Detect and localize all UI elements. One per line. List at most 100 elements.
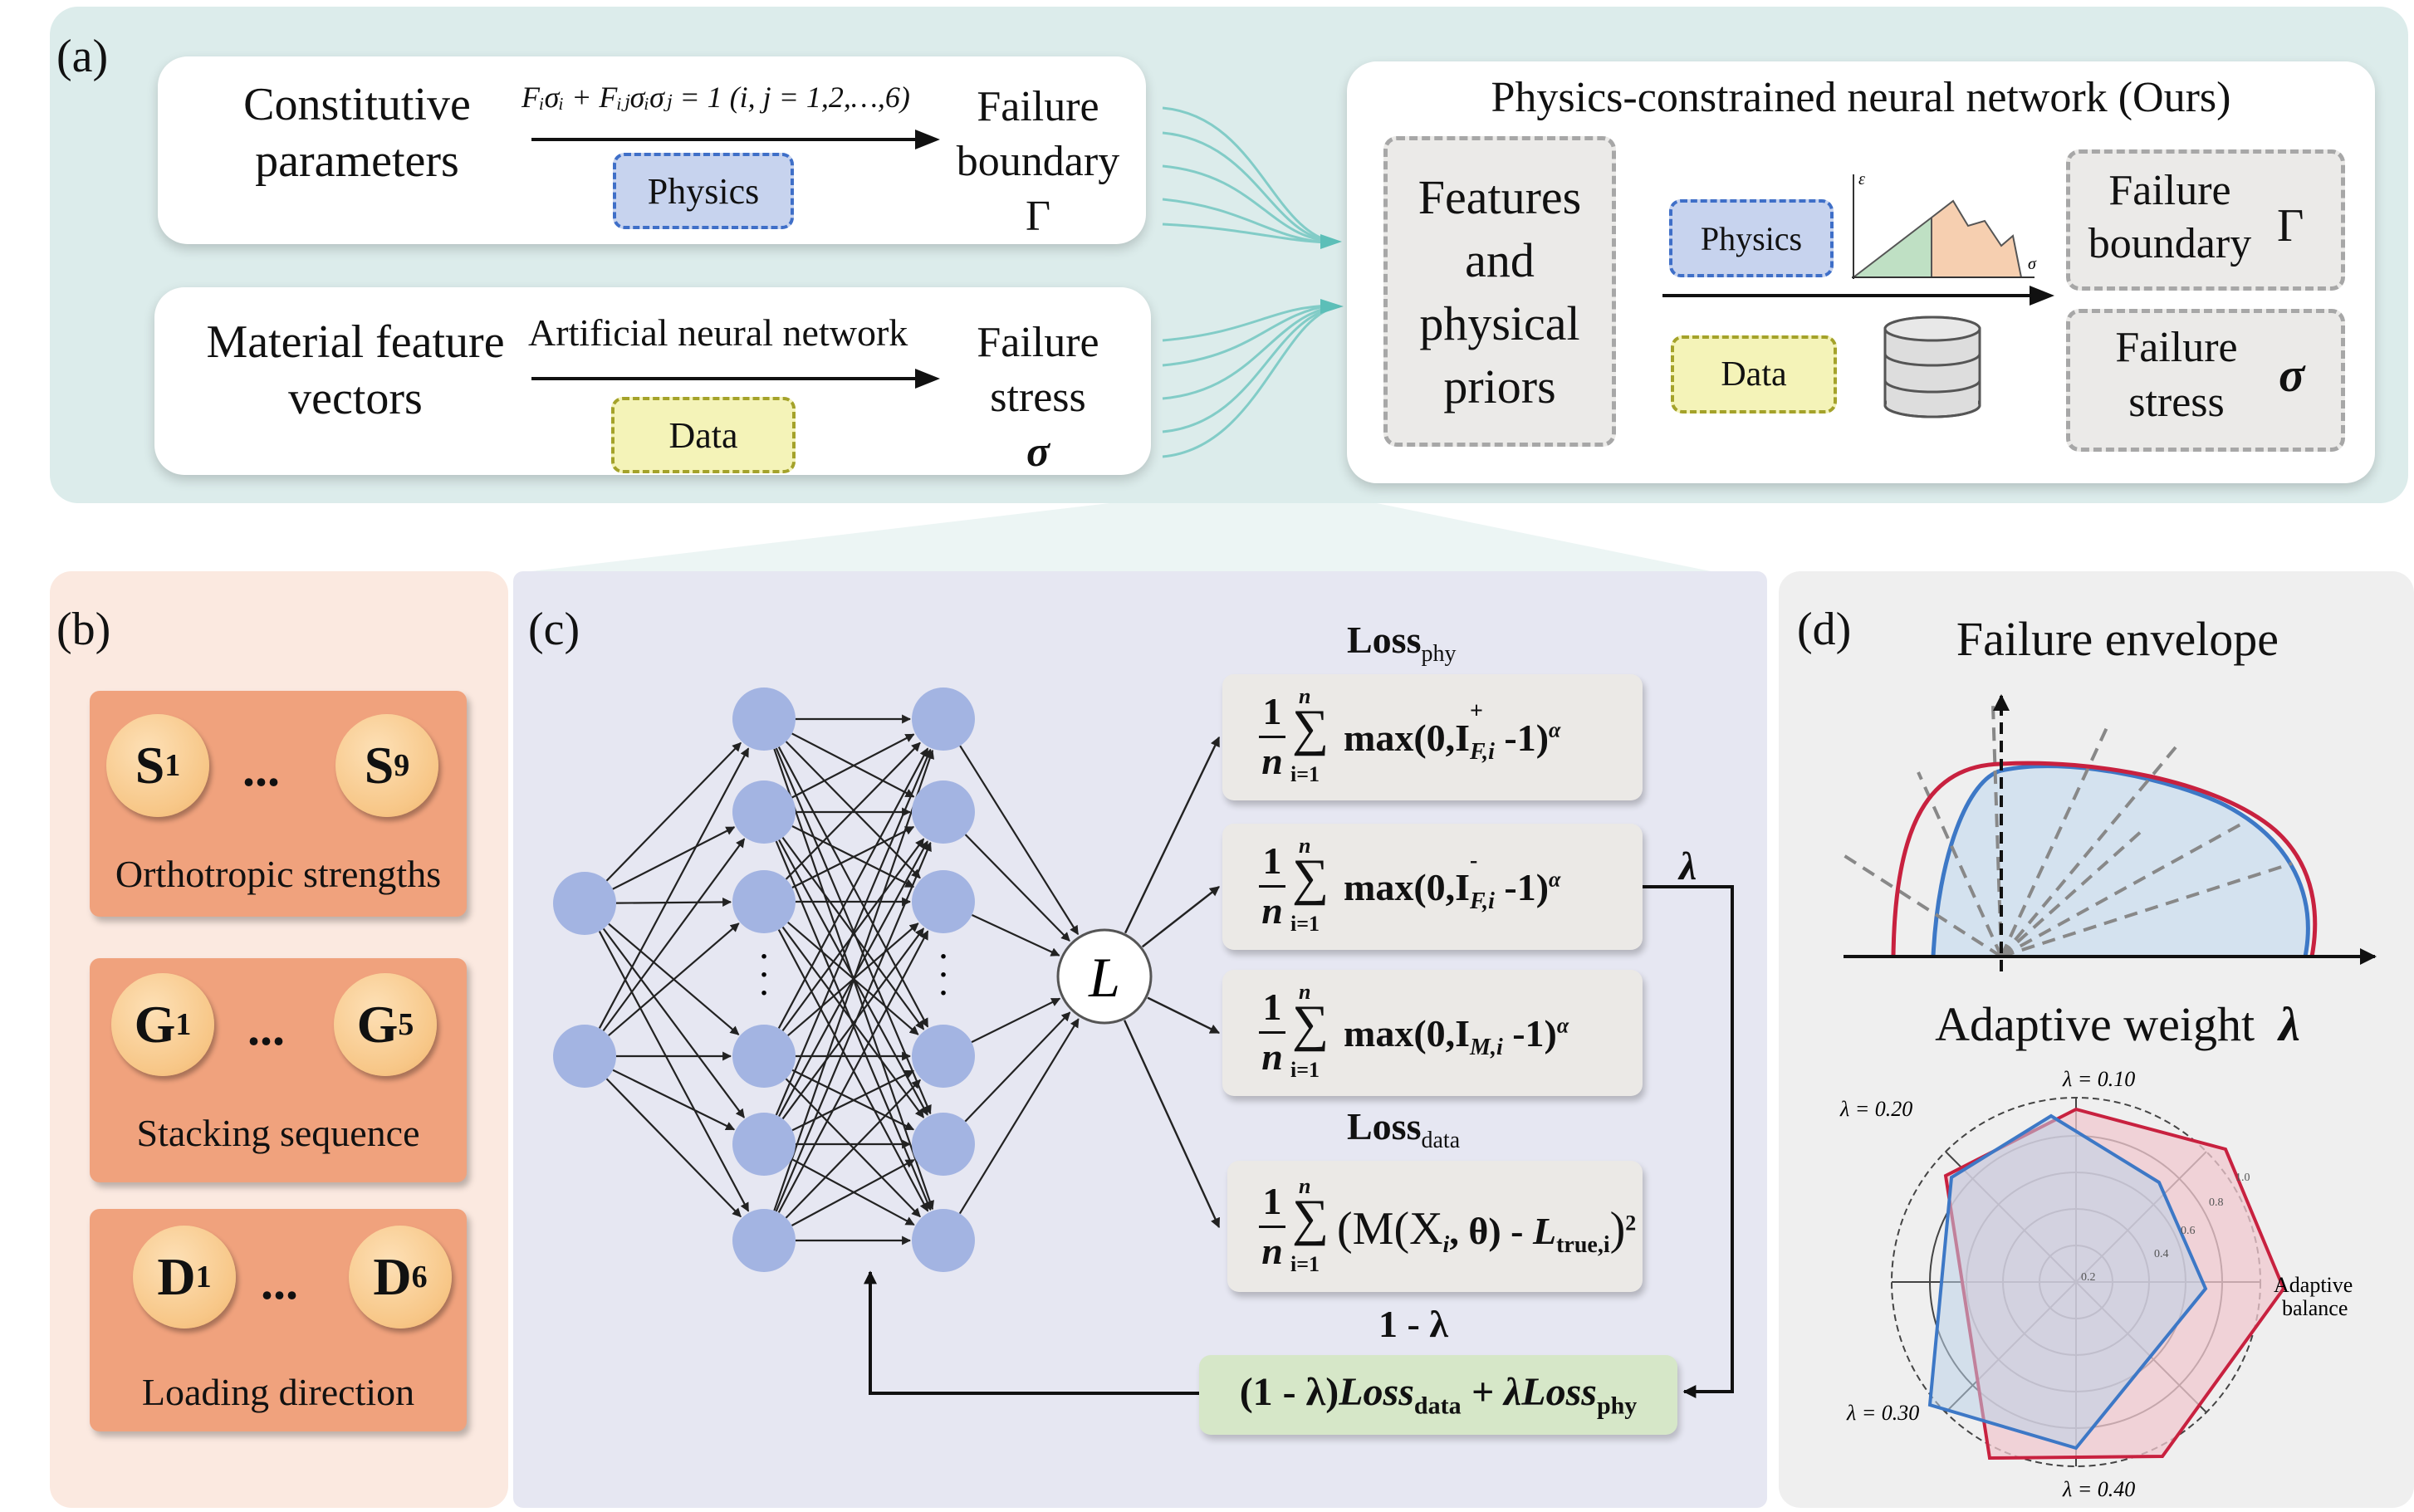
radar-blue-series [1927,1113,2208,1451]
nn-edge-to-loss [972,913,1060,957]
nn-edge [775,748,932,1116]
loss-node-label: L [1088,946,1120,1009]
svg-text:λ = 0.40: λ = 0.40 [2062,1477,2135,1501]
svg-text:0.8: 0.8 [2209,1196,2224,1209]
svg-text:balance: balance [2282,1296,2348,1320]
pcnn-physics-tag: Physics [1669,199,1834,277]
loss-to-term-edge [1124,1020,1221,1229]
panel-c-label: (c) [528,604,580,655]
failure-envelope-chart [1842,694,2377,971]
top-card-arrow [531,130,940,149]
nn-node-layer-1 [732,780,796,844]
out-failure-boundary-text: Failure boundary [2088,167,2252,267]
failure-boundary-output: Failure boundary Γ [956,83,1120,240]
loss-to-term-edge [1147,996,1221,1035]
nn-edge [605,741,742,882]
svg-text:0.6: 0.6 [2181,1225,2196,1237]
lambda-label: λ [1679,844,1697,888]
lambda-feedback-line [1588,885,1734,1398]
nn-edge [785,741,921,880]
nn-node-layer-2 [912,1113,975,1176]
panel-connector-fan [531,483,1711,571]
loading-caption: Loading direction [141,1371,415,1413]
nn-edge [791,733,915,799]
features-priors-text: Features and physical priors [1418,170,1582,413]
nn-node-layer-1 [732,1113,796,1176]
nn-node-layer-2 [912,687,975,751]
svg-text:0.4: 0.4 [2154,1248,2169,1260]
database-icon [1883,316,1981,418]
svg-text:·: · [759,978,768,1009]
nn-edge [773,749,934,1211]
pcnn-data-tag: Data [1671,335,1837,413]
inner-envelope [1931,764,2310,957]
constitutive-text: Constitutive parameters [243,79,471,187]
physics-tag: Physics [613,153,794,229]
strengths-caption: Orthotropic strengths [115,853,442,895]
merge-flow-curves [1162,106,1344,458]
nn-edge [602,927,745,1118]
loading-direction-rays [1842,705,2293,958]
out-failure-boundary-box [2066,149,2345,291]
combined-loss-box: (1 - λ)Lossdata + λLossphy [1199,1355,1677,1435]
nn-edge [608,922,740,1037]
loss-data-label: Lossdata [1347,1105,1461,1154]
tsai-wu-equation: Fᵢσᵢ + Fᵢⱼσᵢσⱼ = 1 (i, j = 1,2,…,6) [521,81,910,114]
nn-edge [791,1069,915,1132]
svg-text:1.0: 1.0 [2235,1172,2250,1184]
mini-chart-x-label: σ [2028,255,2037,273]
nn-node-layer-2 [912,1209,975,1272]
nn-edge-to-loss [964,1011,1071,1123]
loss-phy-label: Lossphy [1347,619,1457,668]
panel-a-label: (a) [56,31,109,82]
loading-ellipsis: ... [261,1255,298,1309]
nn-edge [598,931,750,1212]
loss-box-fi-plus [1222,674,1643,800]
svg-text:·: · [938,960,947,991]
nn-edge-to-loss [971,997,1061,1044]
svg-text:0.2: 0.2 [2081,1271,2096,1284]
loss-box-data [1227,1161,1643,1292]
material-feature-text: Material feature vectors [206,316,505,424]
outer-envelope [1891,761,2318,957]
stacking-ellipsis: ... [247,1001,285,1055]
failure-envelope-title: Failure envelope [1956,612,2279,666]
nn-node-layer-0 [553,1025,616,1088]
adaptive-weight-radar: 0.2 0.4 0.6 0.8 1.0 λ = 0.10 λ = 0.20 λ … [1839,1067,2353,1501]
neural-network-diagram: L · · · · · · [553,687,1734,1398]
loss-box-im [1222,970,1643,1096]
nn-edge [791,1158,915,1226]
backprop-feedback-line [864,1270,1199,1395]
failure-stress-output: Failure stress σ [977,319,1099,476]
loss-to-term-edge [1124,736,1221,934]
nn-edge [612,1069,736,1131]
one-minus-lambda-label: 1 - λ [1378,1303,1448,1345]
pcnn-title: Physics-constrained neural network (Ours… [1491,74,2231,121]
nn-node-layer-2 [912,1025,975,1088]
loss-box-fi-minus [1222,824,1643,950]
svg-text:·: · [938,978,947,1009]
ann-label: Artificial neural network [528,311,908,354]
features-priors-box [1383,136,1616,447]
out-sigma-symbol: σ [2279,348,2305,402]
nn-node-layer-2 [912,780,975,844]
svg-text:Adaptive: Adaptive [2274,1273,2353,1297]
loss-node [1056,928,1153,1025]
nn-node-layer-1 [732,687,796,751]
out-gamma-symbol: Γ [2277,200,2304,252]
adaptive-weight-title: Adaptive weight λ [1935,997,2300,1051]
nn-edge [605,1078,742,1218]
nn-edge [781,927,925,1120]
panel-d-label: (d) [1797,604,1852,655]
nn-edge-to-loss [959,745,1080,936]
nn-edge [777,747,929,1029]
svg-text:λ = 0.10: λ = 0.10 [2062,1067,2135,1091]
svg-text:·: · [759,942,768,972]
mini-stress-strain-chart: ε σ [1852,170,2037,279]
svg-text:λ = 0.20: λ = 0.20 [1839,1097,1912,1121]
panel-b-label: (b) [56,604,111,655]
nn-node-layer-0 [553,872,616,935]
